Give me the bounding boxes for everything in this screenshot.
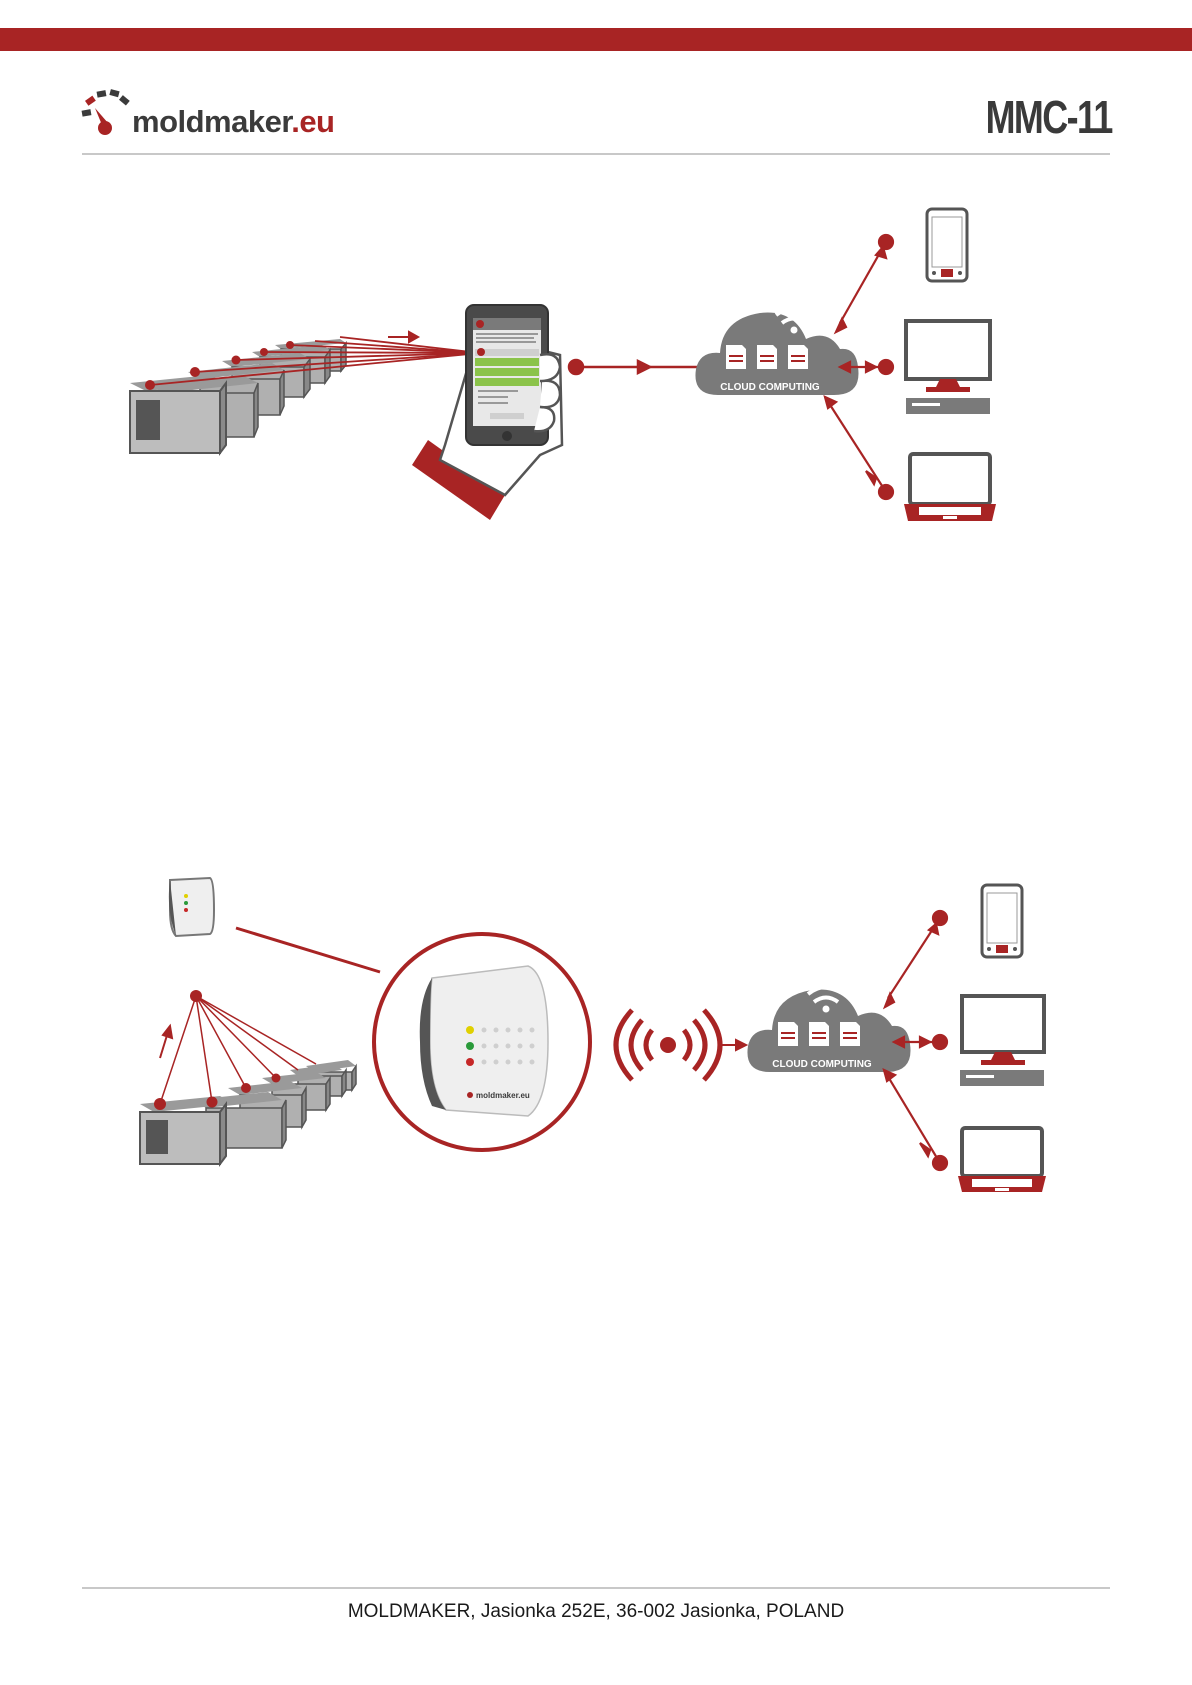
gateway-zoom-circle: moldmaker.eu [374, 934, 590, 1150]
machines-row-bottom-icon [140, 1060, 356, 1164]
smartphone-device-icon [927, 209, 967, 281]
status-led-green [466, 1042, 474, 1050]
logo-wordmark-main: moldmaker [132, 104, 291, 139]
header-divider [82, 153, 1110, 155]
smartphone-diagram-svg: CLOUD COMPUTING [0, 195, 1192, 545]
moldmaker-logo: moldmaker.eu [80, 88, 360, 143]
zoom-connector-line [236, 928, 380, 972]
desktop-computer-icon-bottom [960, 996, 1044, 1086]
cloud-computing-icon: CLOUD COMPUTING [695, 308, 858, 395]
hand-with-smartphone-icon [412, 305, 562, 520]
laptop-icon [904, 454, 996, 521]
cloud-computing-icon-bottom: CLOUD COMPUTING [747, 987, 910, 1072]
footer-address: MOLDMAKER, Jasionka 252E, 36-002 Jasionk… [0, 1601, 1192, 1623]
desktop-computer-icon [906, 321, 990, 414]
scan-direction-arrow-icon [388, 332, 418, 342]
status-led-red [466, 1058, 474, 1066]
up-arrow-icon [160, 1026, 172, 1058]
gauge-logo-icon [80, 88, 132, 136]
cloud-label-bottom: CLOUD COMPUTING [772, 1059, 872, 1070]
diagram-gateway-wireless: moldmaker.eu CLOUD COMPUTING [0, 870, 1192, 1220]
wireless-signal-icon [616, 1010, 720, 1080]
logo-wordmark: moldmaker.eu [132, 104, 335, 140]
phone-to-cloud-link [569, 360, 700, 374]
device-logo-text: moldmaker.eu [476, 1091, 530, 1100]
page-header: moldmaker.eu MMC-11 [0, 0, 1192, 160]
logo-wordmark-accent: .eu [291, 104, 334, 139]
footer-divider [82, 1587, 1110, 1589]
small-gateway-icon [169, 878, 214, 936]
diagram-smartphone-scanning: CLOUD COMPUTING [0, 195, 1192, 545]
status-led-yellow [466, 1026, 474, 1034]
gateway-diagram-svg: moldmaker.eu CLOUD COMPUTING [0, 870, 1192, 1220]
model-title: MMC-11 [986, 90, 1112, 144]
laptop-icon-bottom [958, 1128, 1046, 1192]
cloud-label: CLOUD COMPUTING [720, 382, 820, 393]
smartphone-device-icon-bottom [982, 885, 1022, 957]
